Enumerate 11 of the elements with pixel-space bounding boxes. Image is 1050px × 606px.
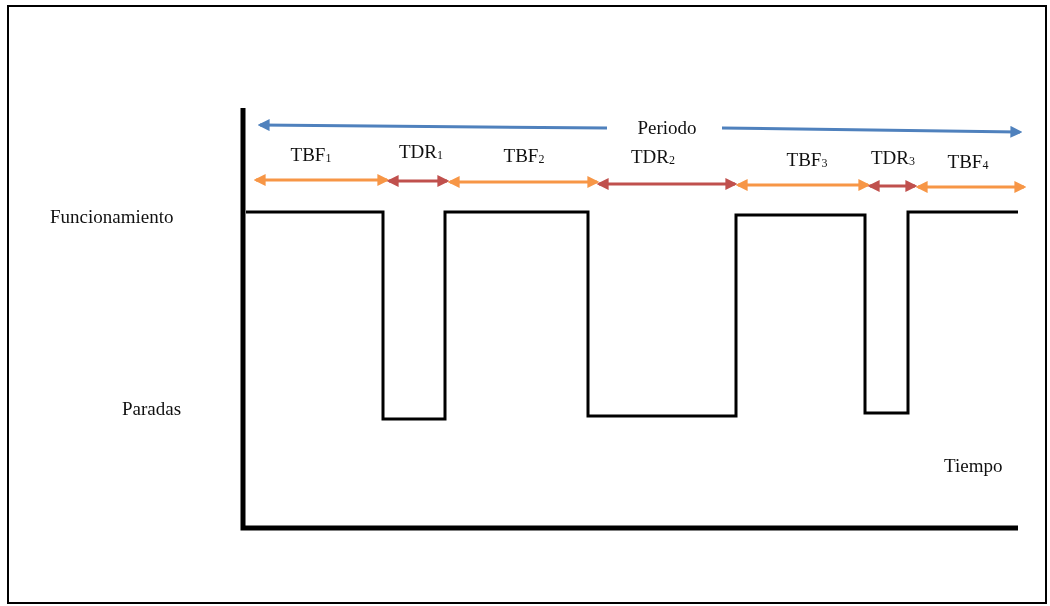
state-label: Paradas xyxy=(122,398,182,420)
interval-label: TDR$_{1}$ xyxy=(399,141,443,163)
axis-label: Tiempo xyxy=(944,455,1003,477)
interval-label: TDR$_{2}$ xyxy=(631,146,675,168)
interval-label: TBF$_{4}$ xyxy=(947,151,989,173)
interval-label: TDR$_{3}$ xyxy=(871,147,915,169)
interval-label: TBF$_{1}$ xyxy=(290,144,332,166)
period-label: Periodo xyxy=(637,117,697,139)
interval-label: TBF$_{3}$ xyxy=(786,149,828,171)
interval-label: TBF$_{2}$ xyxy=(503,145,545,167)
state-label: Funcionamiento xyxy=(50,206,174,228)
